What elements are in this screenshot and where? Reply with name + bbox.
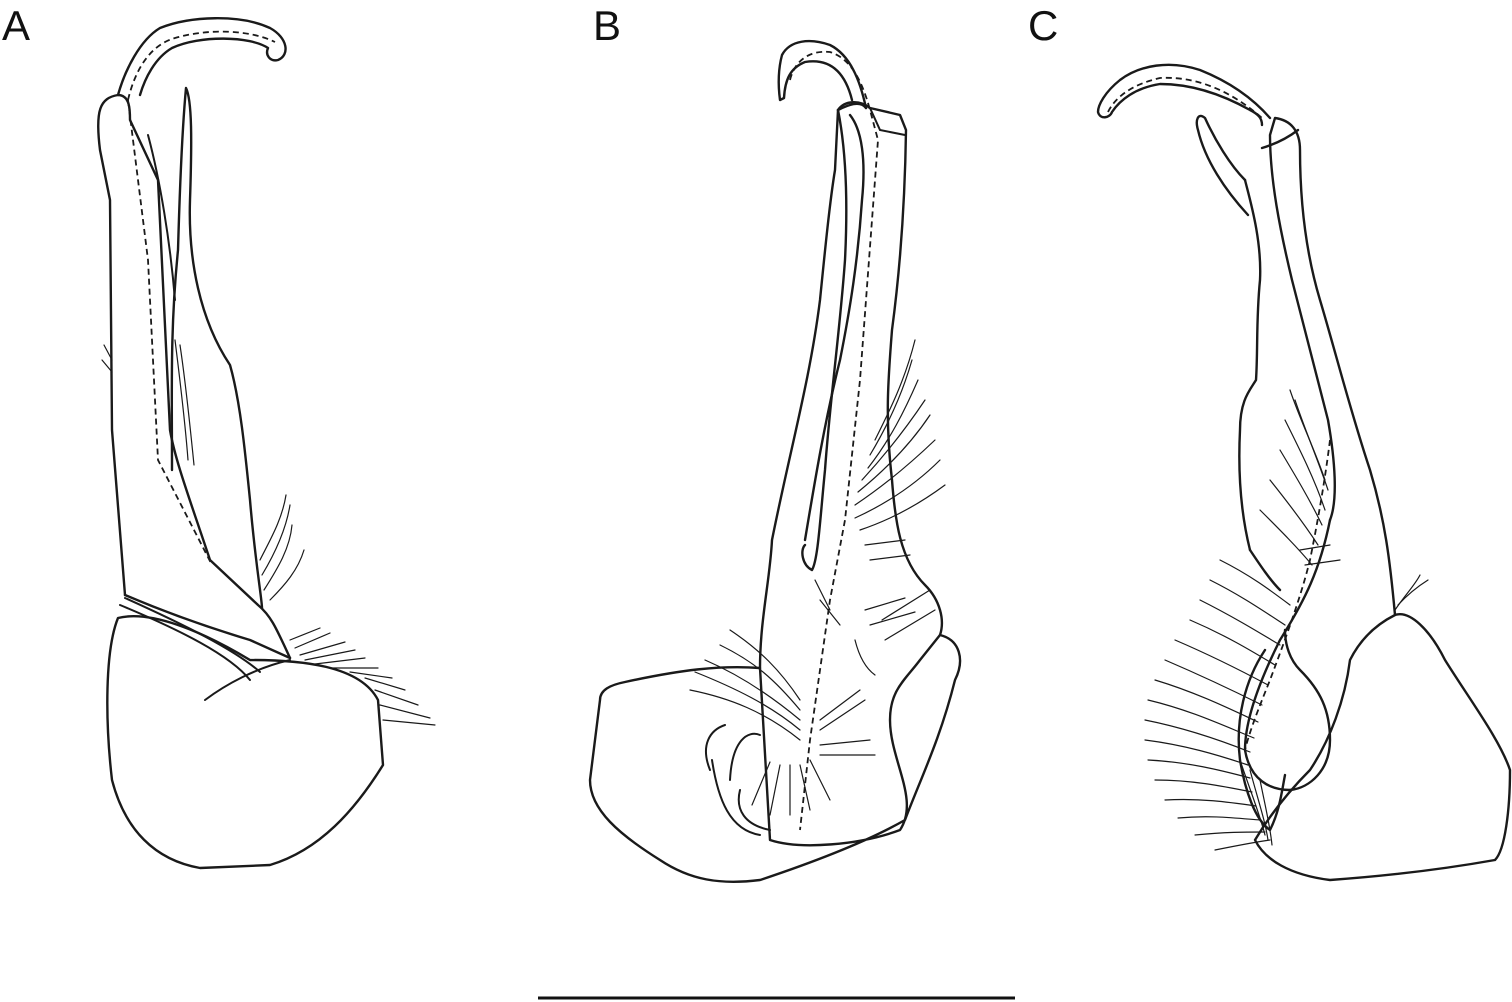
hook-c — [1096, 63, 1272, 127]
basal-plate-b — [588, 633, 962, 883]
setae-b — [689, 339, 946, 816]
blade-a — [170, 86, 264, 610]
hook-b — [777, 39, 868, 110]
shaft-c — [1268, 116, 1397, 617]
setae-c — [1144, 389, 1429, 851]
panel-label-b: B — [593, 2, 621, 49]
hook-a — [116, 17, 287, 97]
basal-fold-a — [204, 659, 291, 701]
panel-b: B — [588, 2, 962, 883]
basal-plate-a — [106, 615, 385, 870]
basal-plate-c — [1253, 613, 1512, 882]
blade-c — [1195, 114, 1250, 217]
shaft-a — [96, 93, 292, 660]
panel-a: A — [2, 2, 436, 870]
shaft-b — [758, 101, 944, 670]
panel-c: C — [1028, 2, 1512, 882]
setae-a — [101, 339, 436, 726]
panel-label-a: A — [2, 2, 30, 49]
lobe-c — [1283, 628, 1332, 792]
blade-b — [801, 108, 848, 572]
panel-label-c: C — [1028, 2, 1058, 49]
